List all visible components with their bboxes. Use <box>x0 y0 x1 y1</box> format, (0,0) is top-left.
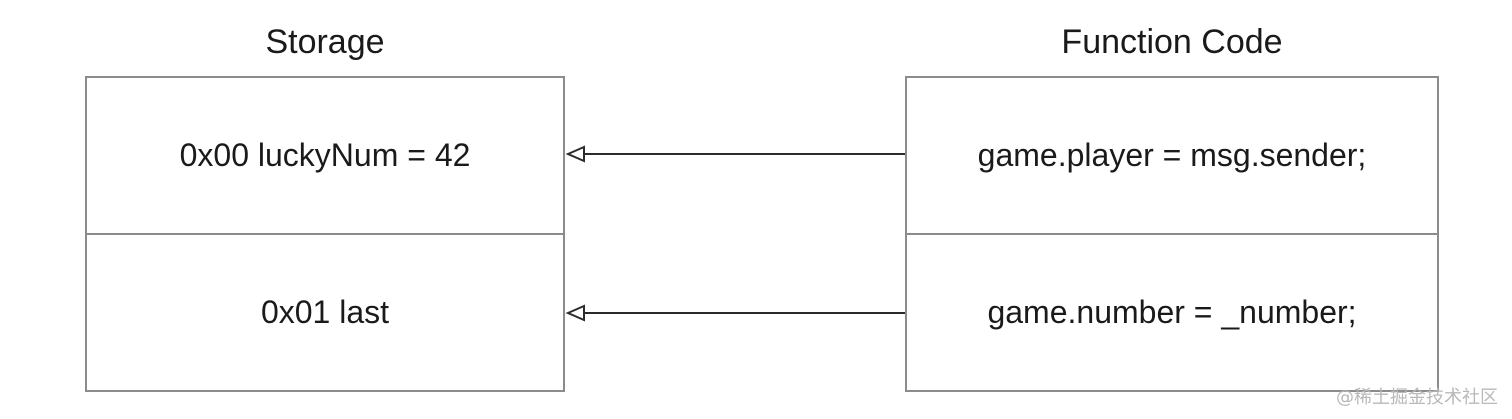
function-code-table: game.player = msg.sender; game.number = … <box>905 76 1439 392</box>
arrow-code-line-1-to-storage-slot-1 <box>565 304 905 322</box>
arrow-head-icon <box>565 145 585 163</box>
storage-slot-0: 0x00 luckyNum = 42 <box>179 137 471 173</box>
arrow-head-icon <box>565 304 585 322</box>
arrow-code-line-0-to-storage-slot-0 <box>565 145 905 163</box>
storage-slot-1: 0x01 last <box>87 233 563 390</box>
code-line-0: game.player = msg.sender; <box>977 137 1367 173</box>
function-code-heading: Function Code <box>1061 23 1283 61</box>
storage-table: 0x00 luckyNum = 42 0x01 last <box>85 76 565 392</box>
watermark: @稀土掘金技术社区 <box>1336 387 1498 408</box>
code-line-1: game.number = _number; <box>907 233 1437 390</box>
storage-heading: Storage <box>265 23 385 61</box>
